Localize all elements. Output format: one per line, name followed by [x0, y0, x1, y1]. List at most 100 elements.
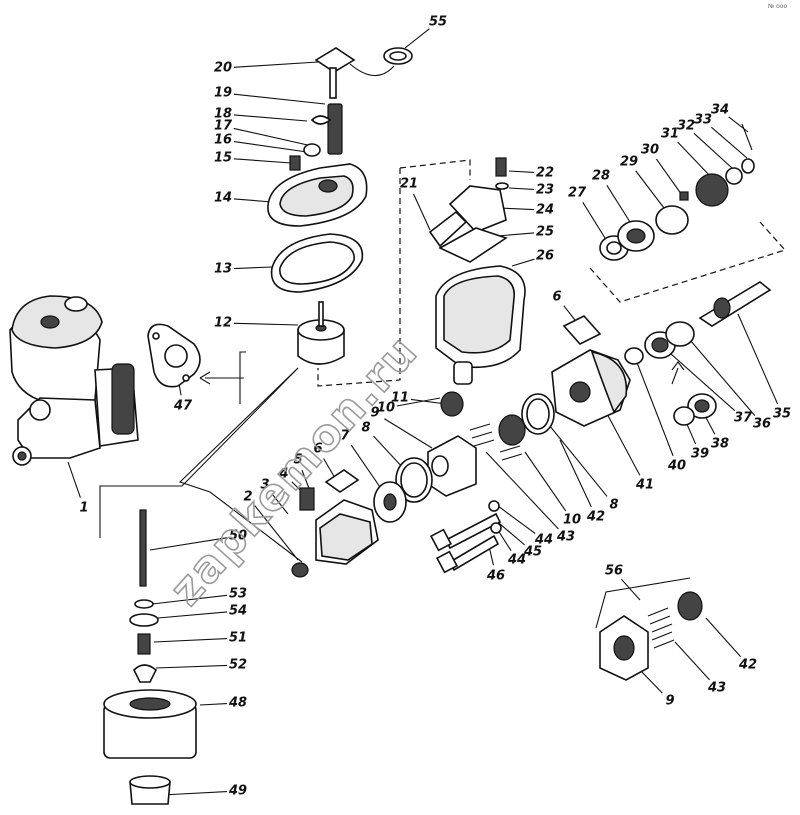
callout-label-c31: 31 [661, 127, 679, 142]
callout-label-c11: 11 [391, 391, 409, 406]
callout-label-c56: 56 [605, 564, 623, 579]
leader-line-c17 [233, 127, 313, 147]
leader-line-c43b [674, 641, 710, 681]
leader-line-c20 [233, 61, 319, 68]
callout-label-c10l: 10 [377, 401, 395, 416]
leader-line-c30 [655, 158, 685, 199]
callout-label-c8r: 8 [609, 498, 618, 513]
leader-line-c42 [559, 439, 592, 508]
callout-label-c32: 32 [677, 119, 695, 134]
leader-line-c41 [604, 409, 641, 476]
callout-label-c6r: 6 [552, 290, 561, 305]
leader-line-c18 [233, 114, 308, 122]
callout-label-c42: 42 [586, 510, 605, 525]
filter-stack-group [103, 509, 197, 805]
gasket-part-47 [147, 323, 201, 388]
callout-label-c29: 29 [620, 155, 638, 170]
callout-label-c24: 24 [536, 203, 554, 218]
callout-label-c4: 4 [278, 467, 288, 482]
callout-label-c18: 18 [214, 107, 232, 122]
leader-line-c12 [233, 322, 299, 326]
callout-label-c7: 7 [340, 429, 350, 444]
callout-label-c36: 36 [753, 417, 771, 432]
callout-label-c26: 26 [536, 249, 554, 264]
callout-label-c54: 54 [229, 604, 247, 619]
callout-label-c53: 53 [229, 587, 247, 602]
callout-label-c38: 38 [711, 437, 729, 452]
leader-line-c9 [384, 418, 433, 449]
leader-line-c19 [233, 93, 326, 105]
ring-part-13 [270, 233, 364, 293]
leader-line-c11 [410, 398, 447, 405]
cover-part-14 [267, 163, 368, 227]
callout-label-c30: 30 [641, 143, 659, 158]
callout-label-c21: 21 [400, 177, 418, 192]
callout-label-c49: 49 [228, 784, 247, 799]
callout-label-c39: 39 [691, 447, 709, 462]
filler-cap-group [289, 47, 413, 171]
leader-line-c52 [155, 664, 228, 669]
callout-label-c1: 1 [79, 501, 88, 516]
callout-labels: 5520191817161514131247122232425262127282… [79, 15, 791, 799]
callout-label-c42b: 42 [738, 658, 757, 673]
leader-line-c25 [496, 232, 535, 237]
leader-line-c26 [511, 258, 535, 267]
leader-line-c22 [508, 170, 535, 173]
detail-group-56 [599, 591, 703, 681]
leader-line-c34 [728, 116, 749, 133]
callout-label-c43: 43 [556, 530, 575, 545]
leader-line-c55 [404, 28, 430, 49]
leader-line-c23 [508, 187, 535, 190]
leader-line-c14 [233, 198, 273, 203]
group-brackets [99, 351, 691, 629]
leader-line-c8r [544, 419, 608, 497]
leader-line-c3 [271, 493, 289, 515]
leader-line-c31 [677, 141, 713, 179]
pump-assembly-part-1 [9, 295, 139, 466]
leader-line-c37 [661, 345, 736, 412]
callout-label-c37: 37 [734, 411, 753, 426]
leader-line-c43 [485, 451, 559, 530]
leader-line-c29 [635, 170, 665, 209]
leader-line-c53 [151, 594, 228, 605]
leader-line-c6r [563, 305, 576, 321]
callout-label-c33: 33 [694, 113, 712, 128]
shaft-group [562, 123, 772, 426]
callout-label-c3: 3 [260, 478, 269, 493]
housing-part-41 [551, 349, 631, 427]
callout-label-c5: 5 [293, 453, 302, 468]
callout-label-c2: 2 [243, 490, 252, 505]
leader-line-c8l [373, 435, 406, 471]
callout-label-c17: 17 [214, 119, 233, 134]
callout-label-c34: 34 [711, 103, 729, 118]
leader-line-c50 [149, 537, 228, 551]
leader-line-c10r [524, 451, 567, 512]
corner-mark: № ооо [768, 3, 787, 10]
leader-line-c35 [737, 313, 779, 405]
callout-label-c50: 50 [229, 529, 247, 544]
leader-line-c36 [689, 339, 756, 417]
leader-line-c7 [350, 444, 383, 491]
callout-label-c43b: 43 [707, 681, 726, 696]
callout-label-c48: 48 [228, 696, 247, 711]
leader-lines [67, 28, 779, 796]
callout-label-c51: 51 [229, 631, 247, 646]
callout-label-c9: 9 [370, 406, 379, 421]
callout-label-c14: 14 [214, 191, 232, 206]
callout-label-c46: 46 [486, 569, 505, 584]
callout-label-c27: 27 [568, 186, 587, 201]
callout-label-c10r: 10 [563, 513, 581, 528]
callout-label-c8l: 8 [361, 421, 370, 436]
callout-label-c19: 19 [214, 86, 232, 101]
callout-label-c44a: 44 [534, 533, 553, 548]
callout-label-c44b: 44 [507, 553, 526, 568]
callout-label-c45: 45 [523, 545, 542, 560]
filter-part-12 [297, 301, 345, 365]
callout-label-c28: 28 [592, 169, 610, 184]
callout-label-c41: 41 [635, 478, 654, 493]
callout-label-c16: 16 [214, 133, 232, 148]
leader-line-c49 [161, 791, 228, 796]
leader-line-c24 [498, 207, 535, 211]
